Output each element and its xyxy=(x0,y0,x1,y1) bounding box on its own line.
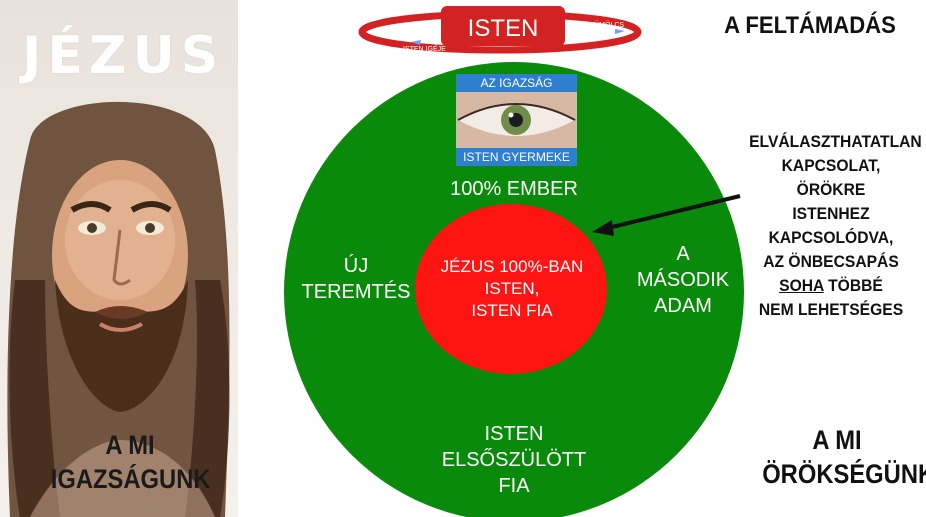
loop-arrow-left xyxy=(411,40,421,45)
loop-arrow-right xyxy=(615,29,625,34)
gyumolcs-tag: GYÜMÖLCS xyxy=(584,21,624,29)
statement-line1: ELVÁLASZTHATATLAN xyxy=(749,132,922,151)
red-circle-label: JÉZUS 100%-BAN ISTEN, ISTEN FIA xyxy=(424,256,600,322)
statement-line3: ÖRÖKRE xyxy=(796,180,866,199)
red-line2: ISTEN, xyxy=(484,279,540,298)
soha-underlined: SOHA xyxy=(779,276,824,295)
green-bottom-label: ISTEN ELSŐSZÜLÖTT FIA xyxy=(424,421,604,499)
right-statement: ELVÁLASZTHATATLAN KAPCSOLAT, ÖRÖKRE ISTE… xyxy=(749,130,922,322)
pointer-arrow-head xyxy=(592,220,614,236)
green-top-label: 100% EMBER xyxy=(450,178,578,200)
red-line3: ISTEN FIA xyxy=(471,301,553,320)
isten-banner xyxy=(441,6,565,46)
green-right-line1: A xyxy=(676,243,690,265)
right-caption-line1: A MI xyxy=(812,425,862,455)
left-caption: A MI IGAZSÁGUNK xyxy=(50,428,211,496)
green-right-line2: MÁSODIK xyxy=(636,269,730,291)
green-right-label: A MÁSODIK ADAM xyxy=(628,241,738,319)
right-caption-line2: ÖRÖKSÉGÜNK xyxy=(762,459,926,489)
isten-ige-tag: ISTEN IGÉJE xyxy=(403,44,446,53)
left-caption-line1: A MI xyxy=(105,430,155,460)
jesus-panel: JÉZUS A MI IGAZSÁGUNK xyxy=(0,0,238,517)
feltamadas-title: A FELTÁMADÁS xyxy=(724,12,896,39)
isten-label: ISTEN xyxy=(468,15,539,42)
statement-line2: KAPCSOLAT, xyxy=(781,156,881,175)
statement-line8: NEM LEHETSÉGES xyxy=(758,300,904,319)
statement-line7: SOHA TÖBBÉ xyxy=(749,274,913,298)
jesus-portrait xyxy=(7,101,230,517)
green-left-label: ÚJ TEREMTÉS xyxy=(296,253,416,305)
eye-image xyxy=(456,92,577,148)
jezus-title: JÉZUS xyxy=(22,26,225,86)
red-circle xyxy=(415,204,607,374)
green-bottom-line1: ISTEN xyxy=(484,423,544,445)
pointer-arrow-line xyxy=(607,194,741,230)
green-bottom-line2: ELSŐSZÜLÖTT FIA xyxy=(441,449,587,497)
green-left-line1: ÚJ xyxy=(343,255,369,277)
szeretet-tag: SZERETET xyxy=(389,32,426,39)
eye-box: AZ IGAZSÁG ISTEN GYERMEKE xyxy=(456,74,577,166)
az-igazsag-label: AZ IGAZSÁG xyxy=(456,74,577,92)
left-caption-line2: IGAZSÁGUNK xyxy=(50,464,211,494)
statement-line7-rest: TÖBBÉ xyxy=(823,276,883,295)
right-caption: A MI ÖRÖKSÉGÜNK xyxy=(762,423,926,491)
statement-line4: ISTENHEZ xyxy=(792,204,870,223)
statement-line5: KAPCSOLÓDVA, xyxy=(768,228,894,247)
green-left-line2: TEREMTÉS xyxy=(301,281,411,303)
green-right-line3: ADAM xyxy=(654,295,712,317)
red-line1: JÉZUS 100%-BAN xyxy=(440,257,584,276)
statement-line6: AZ ÖNBECSAPÁS xyxy=(763,252,899,271)
isten-gyermeke-label: ISTEN GYERMEKE xyxy=(456,148,577,166)
